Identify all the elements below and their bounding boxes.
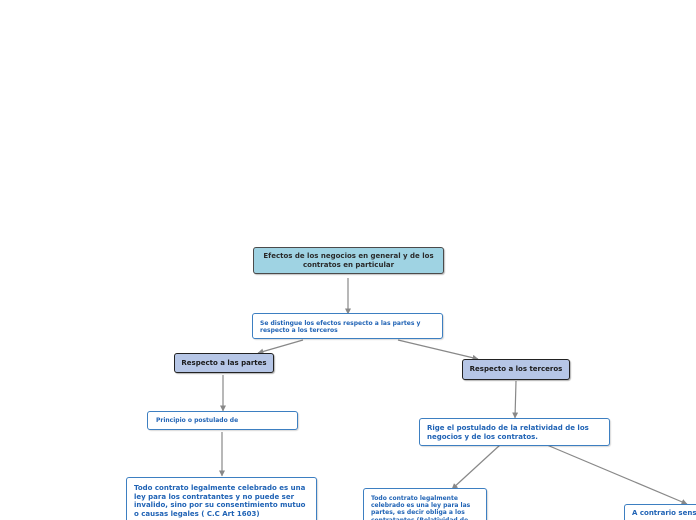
terceros-node[interactable]: Respecto a los terceros [462,359,570,380]
terceros-label: Respecto a los terceros [469,365,563,373]
edge-terceros-principle [512,380,519,419]
distinction-node[interactable]: Se distingue los efectos respecto a las … [252,313,443,339]
partes-node[interactable]: Respecto a las partes [174,353,274,373]
edge-distinction-terceros [397,339,479,361]
terceros-contrary-node[interactable]: A contrario sensu [624,504,696,520]
distinction-label: Se distingue los efectos respecto a las … [260,320,421,334]
edge-distinction-partes [257,339,304,355]
partes-detail-node[interactable]: Todo contrato legalmente celebrado es un… [126,477,317,520]
root-topic-label: Efectos de los negocios en general y de … [263,252,434,269]
partes-detail-label: Todo contrato legalmente celebrado es un… [134,484,306,518]
edge-principle-terceros-contrary [546,444,688,505]
terceros-principle-node[interactable]: Rige el postulado de la relatividad de l… [419,418,610,446]
edge-principle-terceros-detail [451,444,501,490]
terceros-principle-label: Rige el postulado de la relatividad de l… [427,424,589,441]
partes-principle-label: Principio o postulado de obligatoriedad. [156,417,239,424]
partes-principle-node[interactable]: Principio o postulado de obligatoriedad. [147,411,298,430]
terceros-contrary-label: A contrario sensu [632,509,696,517]
partes-label: Respecto a las partes [181,359,267,367]
terceros-detail-node[interactable]: Todo contrato legalmente celebrado es un… [363,488,487,520]
terceros-detail-label: Todo contrato legalmente celebrado es un… [371,495,471,520]
root-topic[interactable]: Efectos de los negocios en general y de … [253,247,444,274]
